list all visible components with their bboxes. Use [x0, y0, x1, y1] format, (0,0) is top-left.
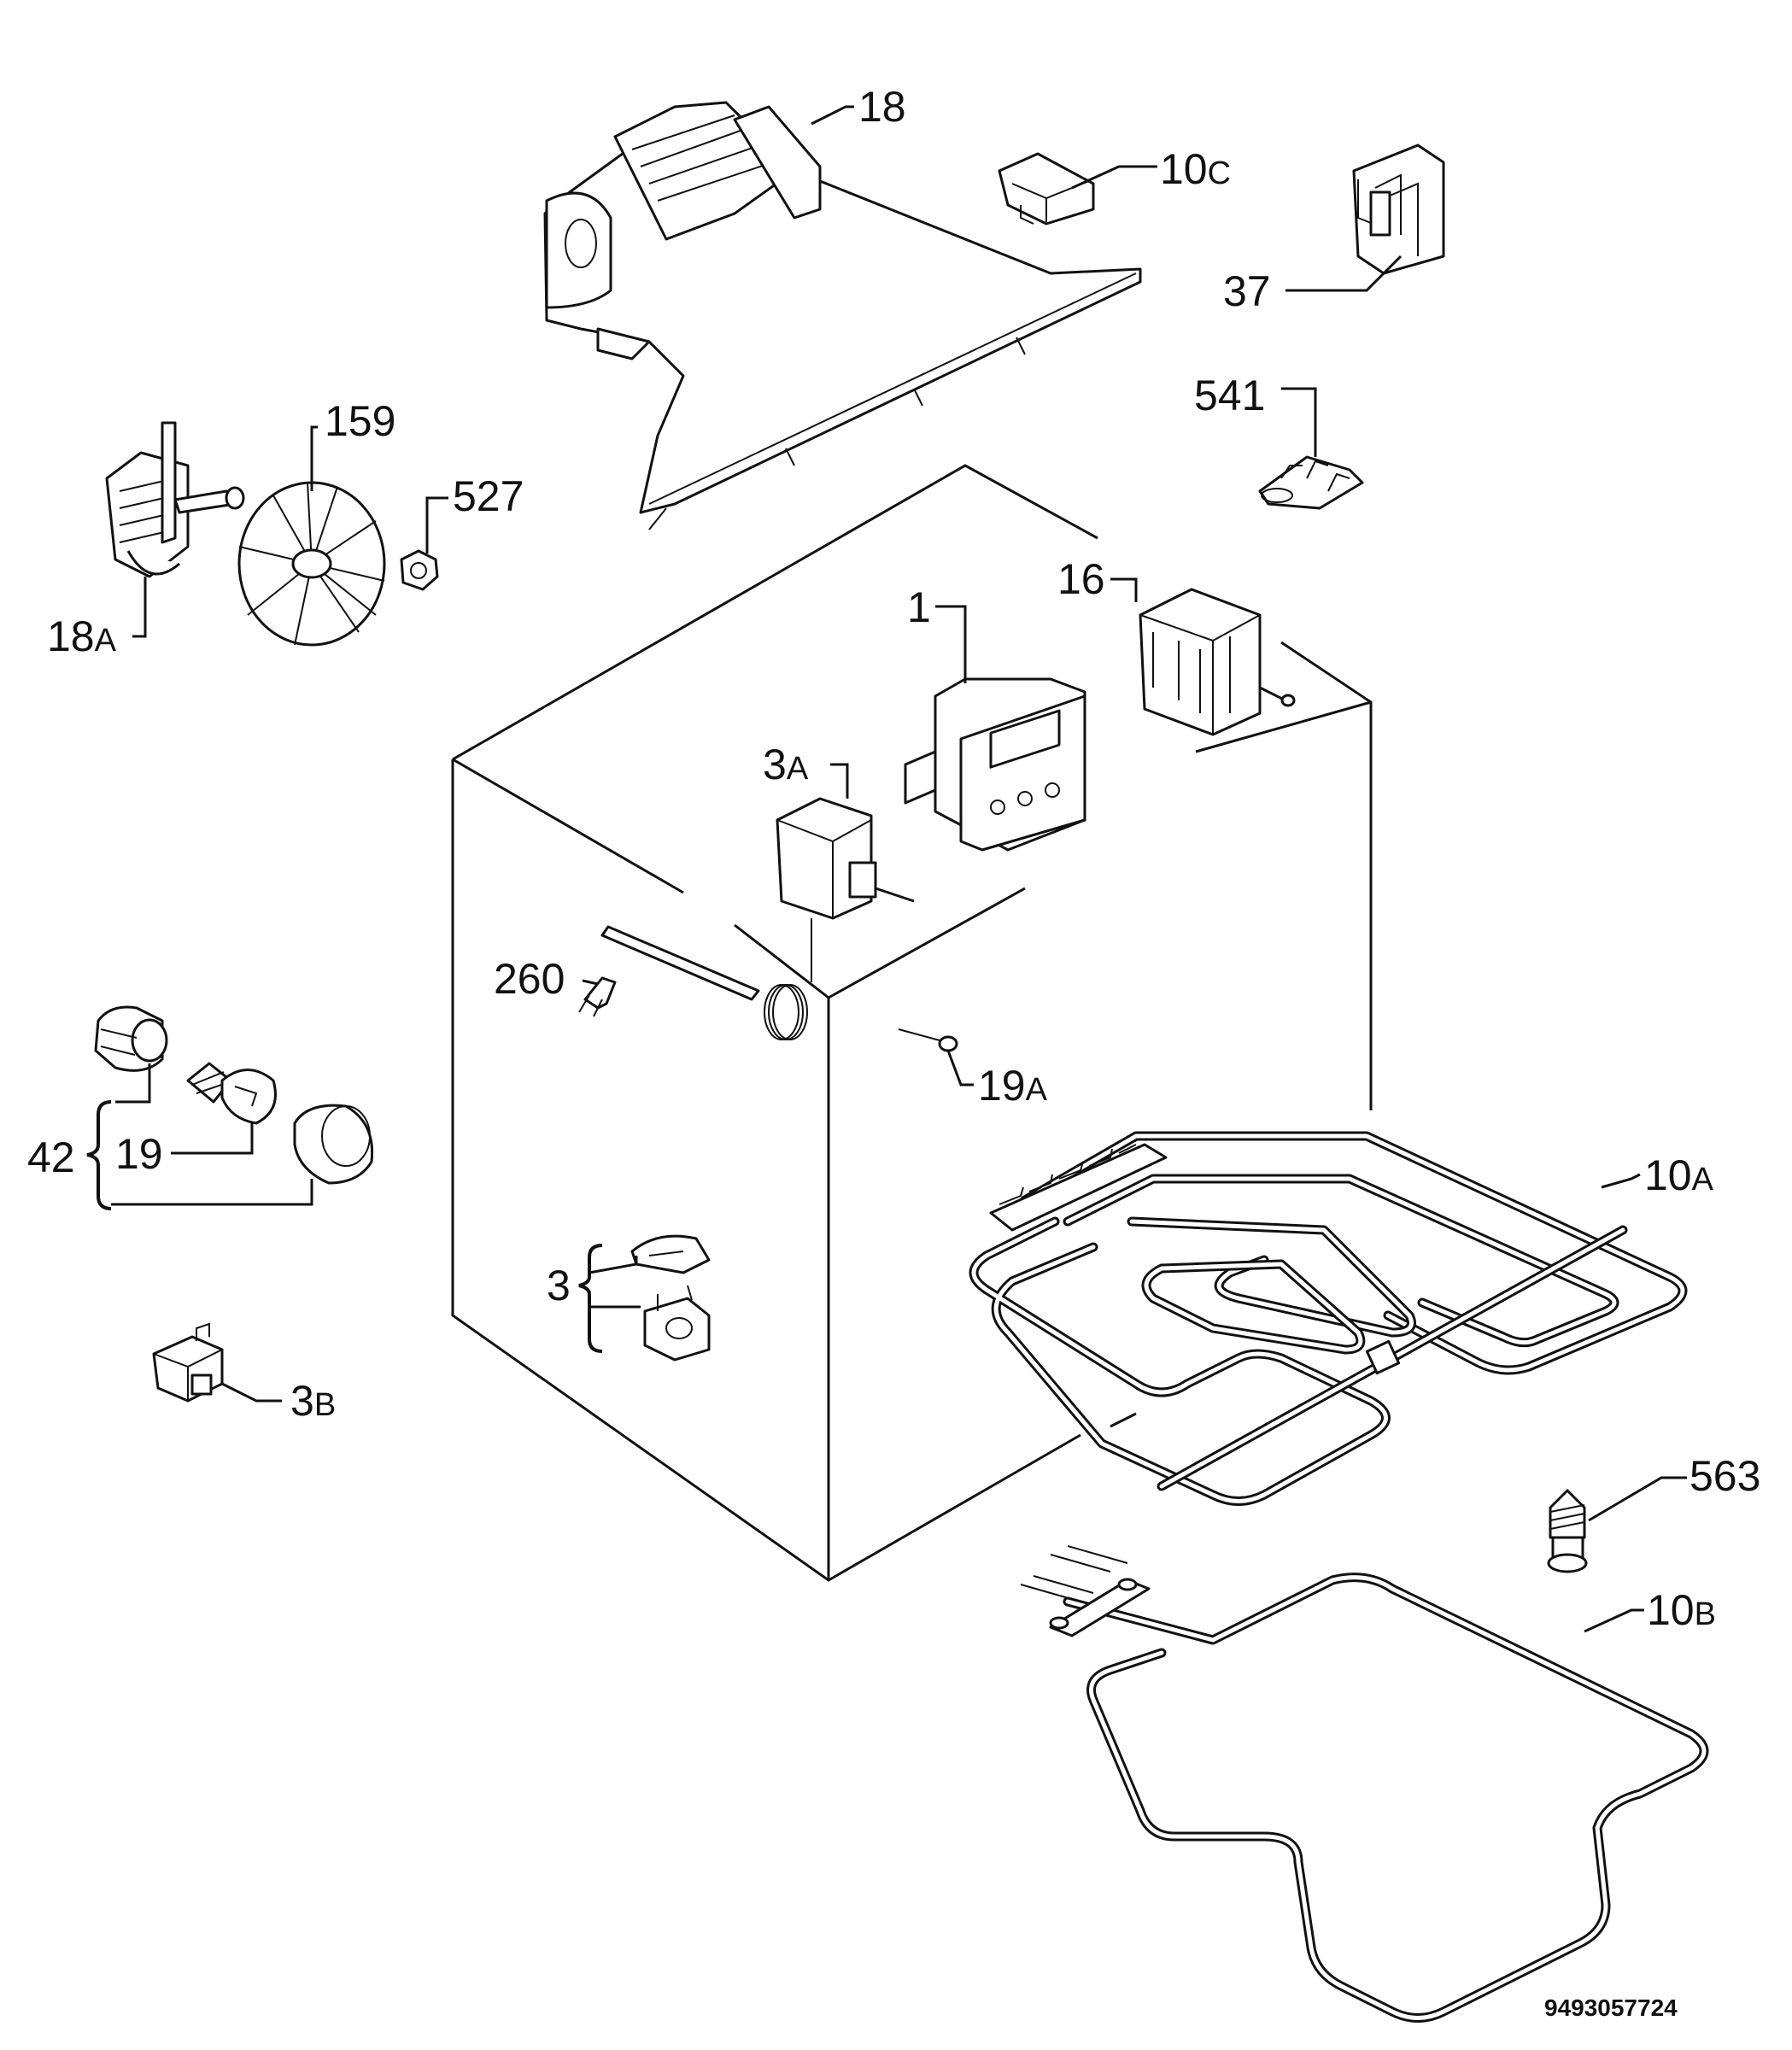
label-563: 563: [1690, 1452, 1760, 1500]
leader-lines: [86, 105, 1687, 1633]
diagram-code: 9493057724: [1544, 1994, 1678, 2021]
lamp-cover: [293, 1104, 374, 1185]
lamp-holder: [94, 1005, 168, 1072]
thermostat-3a: [600, 797, 915, 1040]
safety-thermostat-3b: [152, 1322, 224, 1403]
label-19: 19: [115, 1130, 163, 1178]
terminal-block-16: [1139, 588, 1296, 736]
sensor-19a: [898, 1028, 958, 1052]
clip-260: [578, 976, 617, 1017]
connector-541: [1258, 455, 1364, 510]
label-159: 159: [325, 397, 395, 445]
label-3: 3: [547, 1262, 571, 1309]
bottom-element-10b: [1020, 1545, 1709, 2023]
switch-37: [1352, 144, 1445, 275]
label-18: 18: [858, 83, 906, 131]
label-19a: 19A: [978, 1062, 1048, 1110]
fan-housing-duct: [543, 101, 1142, 530]
label-42: 42: [27, 1133, 75, 1181]
fan-motor-18a: [105, 421, 245, 578]
label-16: 16: [1057, 555, 1105, 603]
oven-cavity: [451, 464, 1373, 1582]
label-1: 1: [907, 583, 931, 631]
label-541: 541: [1194, 372, 1265, 419]
reference-labels: 18 10C 37 541 159 527 18A 16 1 3A 260 19…: [27, 83, 1760, 2021]
grill-element-10a: [969, 1131, 1688, 1506]
label-10a: 10A: [1644, 1151, 1714, 1199]
label-260: 260: [494, 955, 565, 1003]
fixing-screw-563: [1547, 1489, 1588, 1573]
thermal-cutout-3: [630, 1234, 711, 1362]
label-18a: 18A: [47, 612, 117, 660]
label-3b: 3B: [290, 1377, 336, 1425]
label-10c: 10C: [1160, 145, 1231, 193]
electronic-timer-1: [904, 677, 1086, 852]
label-10b: 10B: [1647, 1586, 1716, 1634]
label-3a: 3A: [763, 741, 809, 788]
label-37: 37: [1223, 267, 1271, 315]
nut-527: [400, 549, 439, 591]
bracket-10c: [998, 152, 1095, 226]
label-527: 527: [453, 472, 524, 520]
fan-impeller-159: [237, 481, 386, 647]
lamp-bulb: [186, 1062, 277, 1125]
